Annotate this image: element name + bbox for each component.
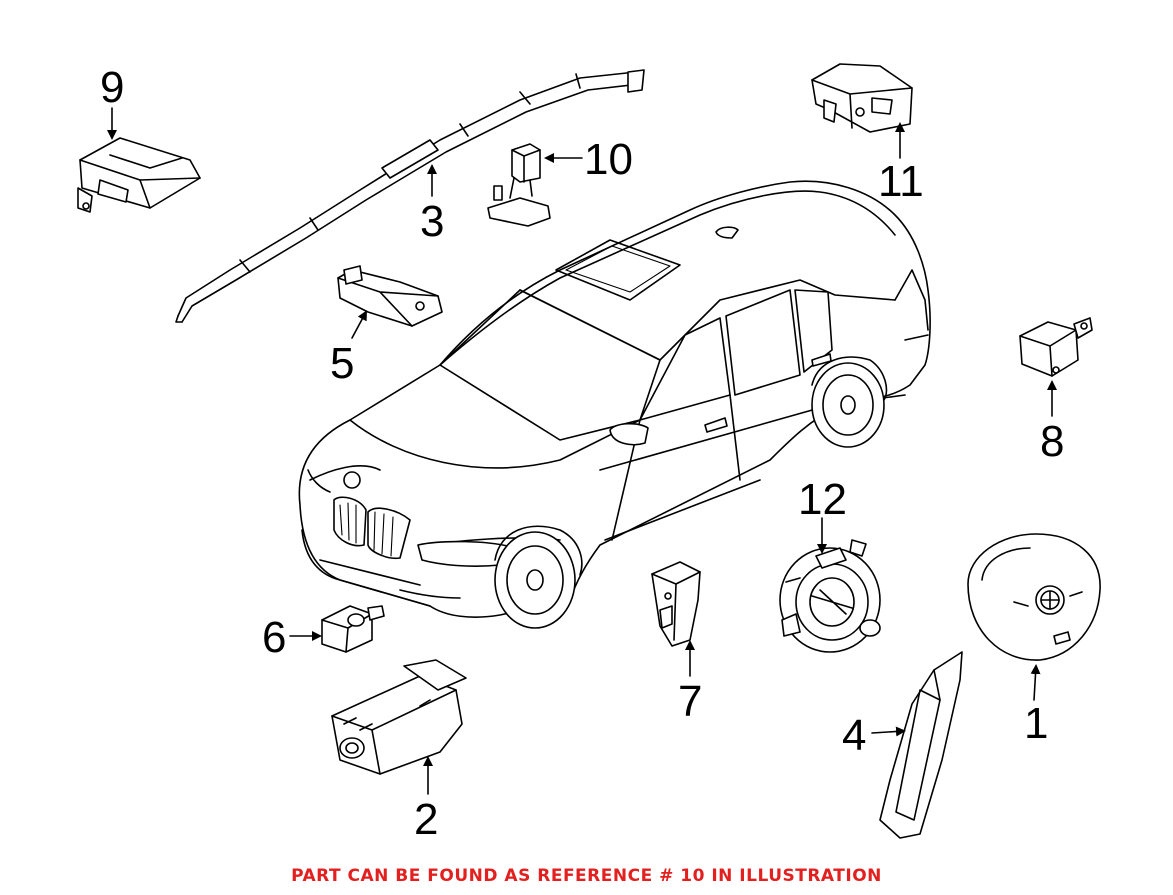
car-illustration bbox=[298, 180, 931, 629]
part-2-passenger-airbag bbox=[331, 659, 467, 775]
part-1-driver-airbag bbox=[967, 533, 1101, 661]
callout-1: 1 bbox=[1024, 699, 1049, 748]
callout-12: 12 bbox=[798, 475, 847, 524]
part-4-knee-airbag bbox=[879, 651, 963, 839]
part-3-curtain-airbag bbox=[175, 69, 645, 323]
callout-3: 3 bbox=[420, 197, 445, 246]
callout-8: 8 bbox=[1040, 417, 1065, 466]
part-11-bracket bbox=[811, 63, 913, 133]
leader-arrows bbox=[107, 107, 1057, 795]
callout-5: 5 bbox=[330, 339, 355, 388]
part-5-sensor bbox=[337, 265, 443, 327]
callout-9: 9 bbox=[100, 63, 125, 112]
callout-6: 6 bbox=[262, 613, 287, 662]
part-9-control-module bbox=[77, 137, 201, 213]
part-6-sensor bbox=[321, 605, 385, 653]
part-10-sensor bbox=[487, 143, 551, 227]
arrow-1 bbox=[1030, 664, 1041, 701]
arrow-4 bbox=[871, 726, 906, 737]
part-8-sensor bbox=[1019, 317, 1093, 377]
callout-2: 2 bbox=[414, 795, 439, 844]
callout-7: 7 bbox=[678, 677, 703, 726]
arrow-5 bbox=[351, 310, 367, 339]
callout-10: 10 bbox=[584, 135, 633, 184]
part-12-clock-spring bbox=[779, 539, 881, 653]
callout-4: 4 bbox=[842, 711, 867, 760]
callout-11: 11 bbox=[878, 157, 924, 206]
footer-note: PART CAN BE FOUND AS REFERENCE # 10 IN I… bbox=[291, 866, 882, 886]
part-7-sensor bbox=[651, 561, 701, 647]
